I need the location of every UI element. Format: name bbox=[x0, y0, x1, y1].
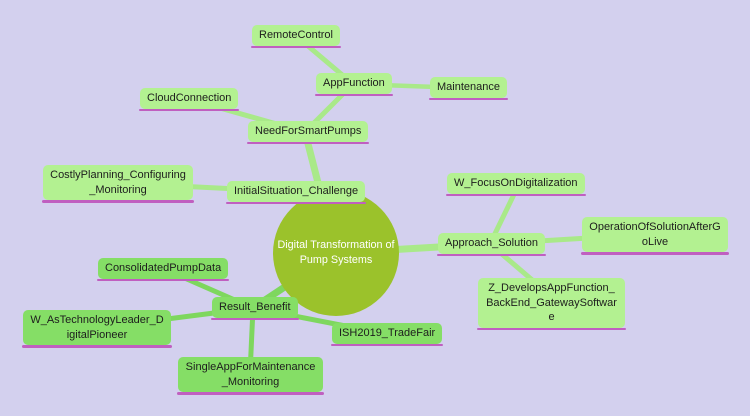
node-underline bbox=[477, 327, 626, 331]
node-cloud-connection-label: CloudConnection bbox=[147, 92, 232, 104]
node-app-function[interactable]: AppFunction bbox=[315, 73, 393, 97]
node-underline bbox=[446, 193, 586, 197]
node-cloud-connection[interactable]: CloudConnection bbox=[139, 88, 240, 112]
node-w-as-technology-leader-digital-pioneer[interactable]: W_AsTechnologyLeader_DigitalPioneer bbox=[22, 310, 172, 348]
node-remote-control[interactable]: RemoteControl bbox=[251, 25, 341, 49]
node-initial-situation-challenge-label: InitialSituation_Challenge bbox=[234, 185, 359, 197]
node-single-app-for-maintenance-monitoring[interactable]: SingleAppForMaintenance_Monitoring bbox=[177, 357, 324, 395]
node-result-benefit[interactable]: Result_Benefit bbox=[211, 297, 299, 321]
node-z-develops-app-function[interactable]: Z_DevelopsAppFunction_BackEnd_GatewaySof… bbox=[477, 278, 626, 331]
node-approach-solution-label: Approach_Solution bbox=[445, 237, 538, 249]
node-ish2019-trade-fair[interactable]: ISH2019_TradeFair bbox=[331, 323, 444, 347]
node-single-app-label: SingleAppForMaintenance_Monitoring bbox=[185, 361, 316, 388]
node-underline bbox=[97, 278, 230, 282]
node-result-benefit-label: Result_Benefit bbox=[219, 301, 291, 313]
node-w-focus-on-digitalization[interactable]: W_FocusOnDigitalization bbox=[446, 173, 586, 197]
node-w-focus-on-digitalization-label: W_FocusOnDigitalization bbox=[454, 177, 578, 189]
node-underline bbox=[226, 201, 367, 205]
node-underline bbox=[139, 108, 240, 112]
node-need-for-smart-pumps-label: NeedForSmartPumps bbox=[255, 125, 362, 137]
node-underline bbox=[429, 97, 508, 101]
node-underline bbox=[247, 141, 370, 145]
node-ish2019-trade-fair-label: ISH2019_TradeFair bbox=[339, 327, 436, 339]
node-w-as-technology-leader-label: W_AsTechnologyLeader_DigitalPioneer bbox=[30, 314, 164, 341]
node-costly-planning-label: CostlyPlanning_Configuring_Monitoring bbox=[50, 169, 186, 196]
node-underline bbox=[315, 93, 393, 97]
node-underline bbox=[437, 253, 546, 257]
node-need-for-smart-pumps[interactable]: NeedForSmartPumps bbox=[247, 121, 370, 145]
node-operation-of-solution-after-go-live-label: OperationOfSolutionAfterGoLive bbox=[589, 221, 721, 248]
node-underline bbox=[42, 200, 194, 203]
node-underline bbox=[331, 343, 444, 347]
node-maintenance[interactable]: Maintenance bbox=[429, 77, 508, 101]
node-remote-control-label: RemoteControl bbox=[259, 29, 333, 41]
node-approach-solution[interactable]: Approach_Solution bbox=[437, 233, 546, 257]
node-z-develops-app-function-label: Z_DevelopsAppFunction_BackEnd_GatewaySof… bbox=[486, 282, 617, 324]
central-topic-line2: Pump Systems bbox=[299, 254, 373, 266]
node-underline bbox=[22, 345, 172, 348]
node-underline bbox=[581, 252, 729, 255]
node-app-function-label: AppFunction bbox=[323, 77, 385, 89]
node-underline bbox=[211, 317, 299, 321]
node-underline bbox=[177, 392, 324, 395]
node-operation-of-solution-after-go-live[interactable]: OperationOfSolutionAfterGoLive bbox=[581, 217, 729, 255]
central-topic-line1: Digital Transformation of bbox=[277, 238, 395, 251]
node-initial-situation-challenge[interactable]: InitialSituation_Challenge bbox=[226, 181, 367, 205]
node-consolidated-pump-data-label: ConsolidatedPumpData bbox=[105, 262, 222, 274]
node-consolidated-pump-data[interactable]: ConsolidatedPumpData bbox=[97, 258, 230, 282]
central-topic[interactable]: Digital Transformation of Pump Systems bbox=[273, 190, 399, 316]
node-maintenance-label: Maintenance bbox=[437, 81, 500, 93]
node-costly-planning-configuring-monitoring[interactable]: CostlyPlanning_Configuring_Monitoring bbox=[42, 165, 194, 203]
node-underline bbox=[251, 45, 341, 49]
